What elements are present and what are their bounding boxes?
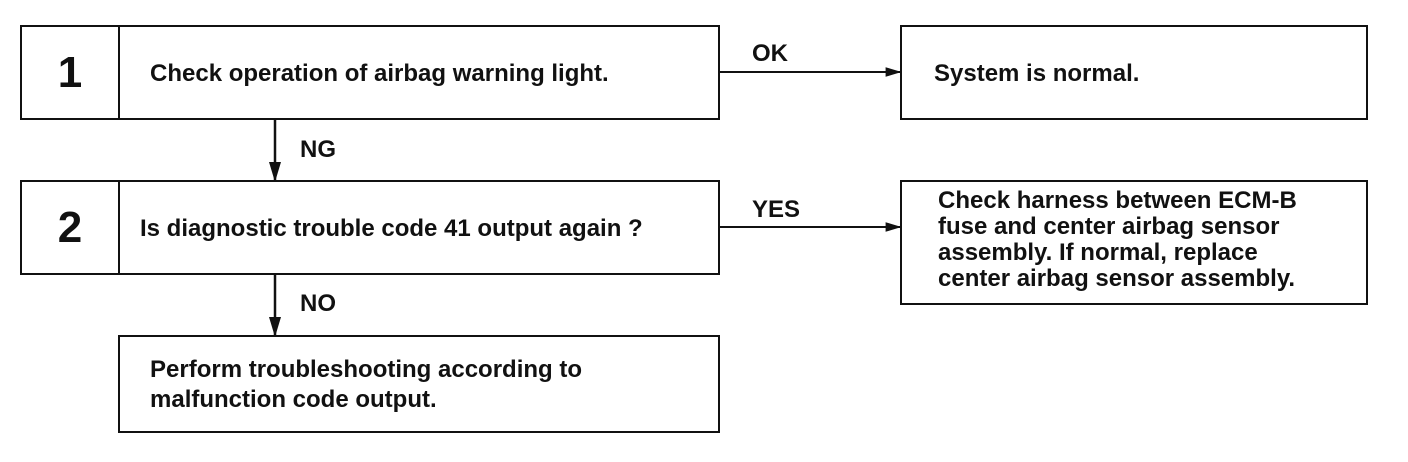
step-1-number: 1	[22, 27, 120, 118]
step-2-text: Is diagnostic trouble code 41 output aga…	[140, 215, 643, 242]
branch-label-ng: NG	[300, 136, 336, 163]
step-1-text: Check operation of airbag warning light.	[150, 60, 609, 87]
step-2-box: 2 Is diagnostic trouble code 41 output a…	[20, 180, 720, 275]
step-1-box: 1 Check operation of airbag warning ligh…	[20, 25, 720, 120]
ok-result-box: System is normal.	[900, 25, 1368, 120]
branch-label-no: NO	[300, 290, 336, 317]
branch-label-ok: OK	[752, 40, 788, 67]
no-result-box: Perform troubleshooting according to mal…	[118, 335, 720, 433]
step-2-number: 2	[22, 182, 120, 273]
no-result-text: Perform troubleshooting according to mal…	[150, 356, 583, 413]
ok-result-text: System is normal.	[934, 60, 1140, 87]
yes-result-box: Check harness between ECM-B fuse and cen…	[900, 180, 1368, 305]
branch-label-yes: YES	[752, 196, 801, 223]
yes-result-text: Check harness between ECM-B fuse and cen…	[938, 187, 1297, 292]
